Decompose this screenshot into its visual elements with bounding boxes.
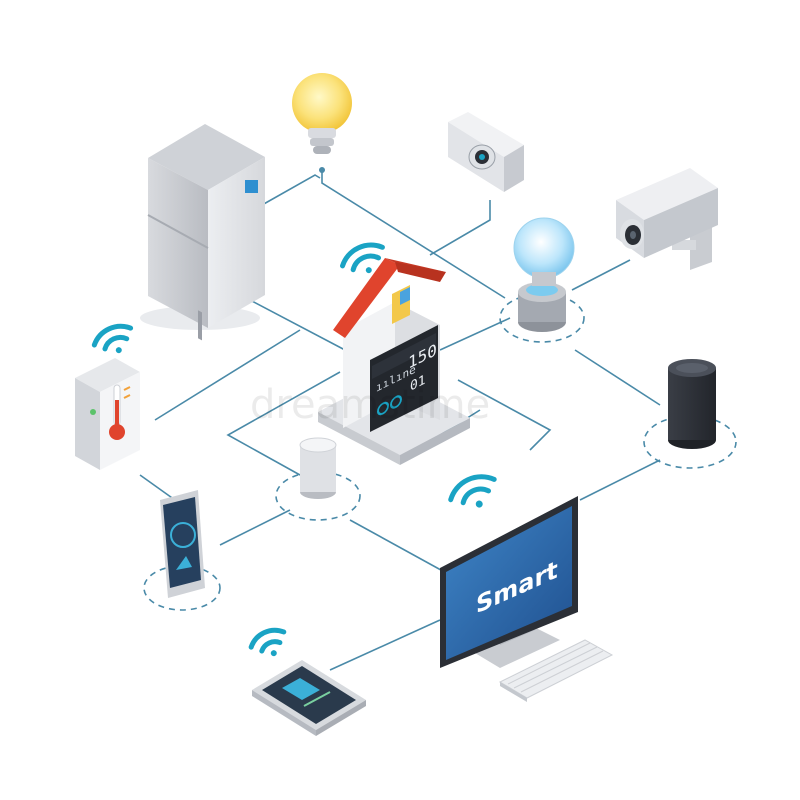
link-fridge-bulb [261,174,321,206]
speaker-icon [299,437,337,499]
keyboard-icon [498,639,614,702]
wifi-icon [248,627,287,657]
link-hub-smartbulb [439,317,511,351]
cctv-icon [616,168,718,270]
link-hub-webcam [429,200,491,256]
link-smartbulb-cctv [571,259,631,291]
webcam-icon [448,112,524,192]
fridge-icon [140,124,265,341]
link-tablet-monitor [329,619,441,671]
hub-house: 150 ıılıne 01 [318,258,470,465]
link-monitor-speaker [579,459,661,501]
fridge-panel [245,180,258,193]
wifi-icon [340,242,385,274]
speaker-icon [668,359,716,449]
wifi-icon [91,323,134,354]
connection-lines [139,170,661,671]
thermometer-icon [75,358,140,470]
wifi-icon [448,474,497,508]
smart-bulb-icon [513,217,575,332]
link-phone-speaker [219,509,291,546]
link-speaker-monitor [349,519,451,576]
tablet-icon [252,660,366,736]
link-hub-right [457,379,552,451]
watermark: dreamstime [250,382,490,428]
link-hub-speaker-left [226,371,341,476]
link-fridge-hub [249,299,346,351]
link-bulb-smartbulb [321,170,506,299]
link-thermostat-phone [139,474,176,501]
monitor-icon: Smart [440,496,578,668]
bulb-icon [292,73,352,173]
phone-icon [160,490,205,598]
link-thermostat-hub [154,329,301,421]
link-smartbulb-speaker [574,349,661,406]
ring-speaker-large [643,415,737,469]
monitor-screen [446,506,572,660]
